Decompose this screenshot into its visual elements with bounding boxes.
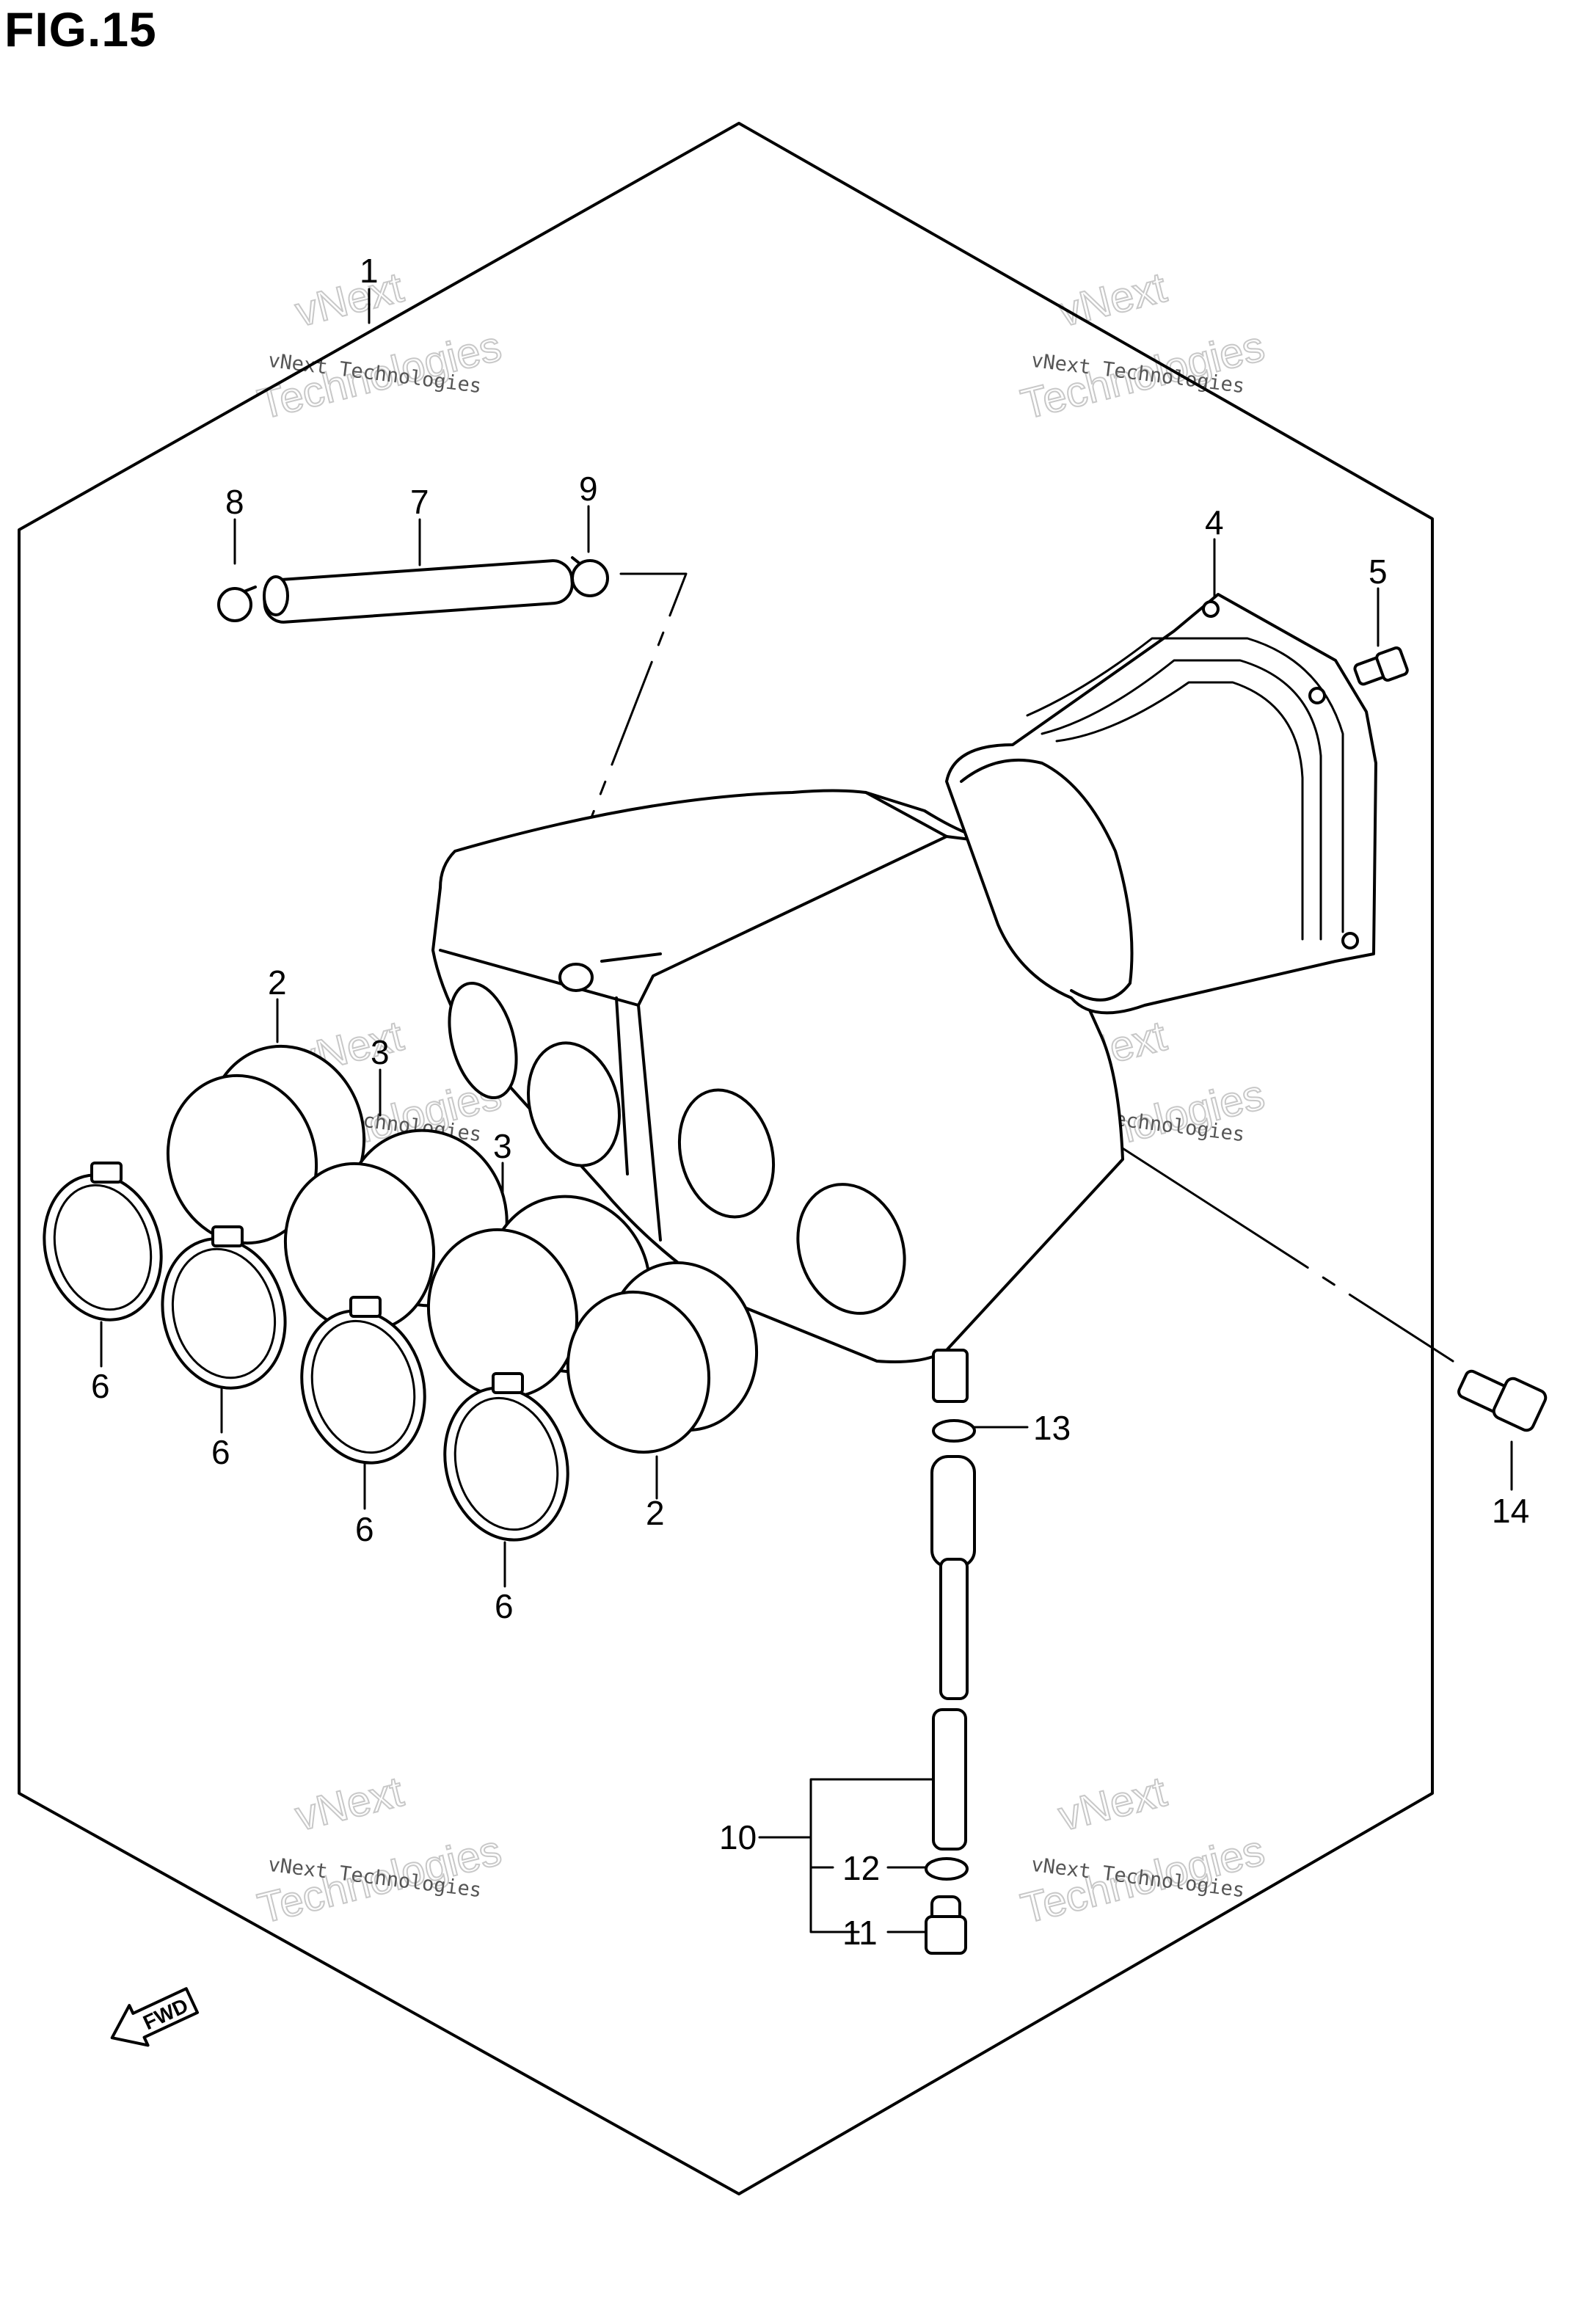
reference-line-bolt: [1121, 1147, 1454, 1363]
figure-title: FIG.15: [4, 2, 157, 56]
leader-10-bracket: [809, 1778, 935, 1933]
part-11-drain-plug: [925, 1895, 967, 1955]
part-6-clamp-b: [161, 1225, 287, 1390]
callout-6d: 6: [495, 1587, 514, 1625]
fwd-arrow-icon: [110, 1987, 200, 2047]
callout-2b: 2: [646, 1494, 665, 1532]
callout-7: 7: [410, 483, 429, 521]
watermark-outline-vnext: vNext: [291, 1768, 408, 1840]
watermark-outline-vnext: vNext: [1054, 263, 1171, 336]
callout-9: 9: [579, 470, 598, 508]
watermark-outline-vnext: vNext: [1054, 1768, 1171, 1840]
callout-6c: 6: [355, 1510, 374, 1548]
callout-11: 11: [842, 1914, 878, 1952]
part-6-clamp-a: [43, 1162, 163, 1321]
callout-8: 8: [225, 483, 244, 521]
part-14-bolt: [1457, 1369, 1548, 1432]
callout-12: 12: [842, 1849, 880, 1887]
part-6-clamp-d: [443, 1372, 569, 1542]
part-3-intake-tube-a: [283, 1129, 509, 1333]
callout-5: 5: [1369, 553, 1388, 591]
air-cleaner-case: [431, 789, 1124, 1403]
part-7-breather-hose: [263, 559, 574, 624]
callout-2a: 2: [268, 963, 287, 1002]
callout-10: 10: [719, 1818, 757, 1856]
part-5-screw: [1353, 646, 1409, 686]
part-8-clip: [217, 586, 257, 622]
callout-3a: 3: [371, 1033, 390, 1071]
part-9-clip: [571, 556, 609, 597]
part-10-drain-hose: [932, 1708, 967, 1851]
callout-13: 13: [1033, 1409, 1071, 1447]
fwd-direction-badge: FWD: [110, 1987, 200, 2047]
watermark-outline-vnext: vNext: [291, 263, 408, 336]
part-12-clip: [925, 1857, 969, 1881]
watermark-bottom-left: vNext Technologies vNext Technologies: [252, 1767, 506, 1933]
callout-3b: 3: [493, 1127, 512, 1165]
assembly-border-hexagon: [18, 122, 1434, 2195]
callout-4: 4: [1205, 503, 1224, 542]
part-6-clamp-c: [300, 1296, 426, 1465]
callout-1: 1: [360, 252, 379, 290]
drain-hose: [930, 1455, 976, 1700]
watermark-top-left: vNext Technologies vNext Technologies: [252, 263, 506, 429]
part-2-intake-tube-b: [566, 1261, 759, 1454]
part-13-clip: [932, 1419, 976, 1443]
callout-14: 14: [1492, 1492, 1529, 1530]
part-4-filter-element: [945, 593, 1377, 1015]
callout-6a: 6: [91, 1367, 110, 1405]
callout-6b: 6: [211, 1433, 230, 1471]
